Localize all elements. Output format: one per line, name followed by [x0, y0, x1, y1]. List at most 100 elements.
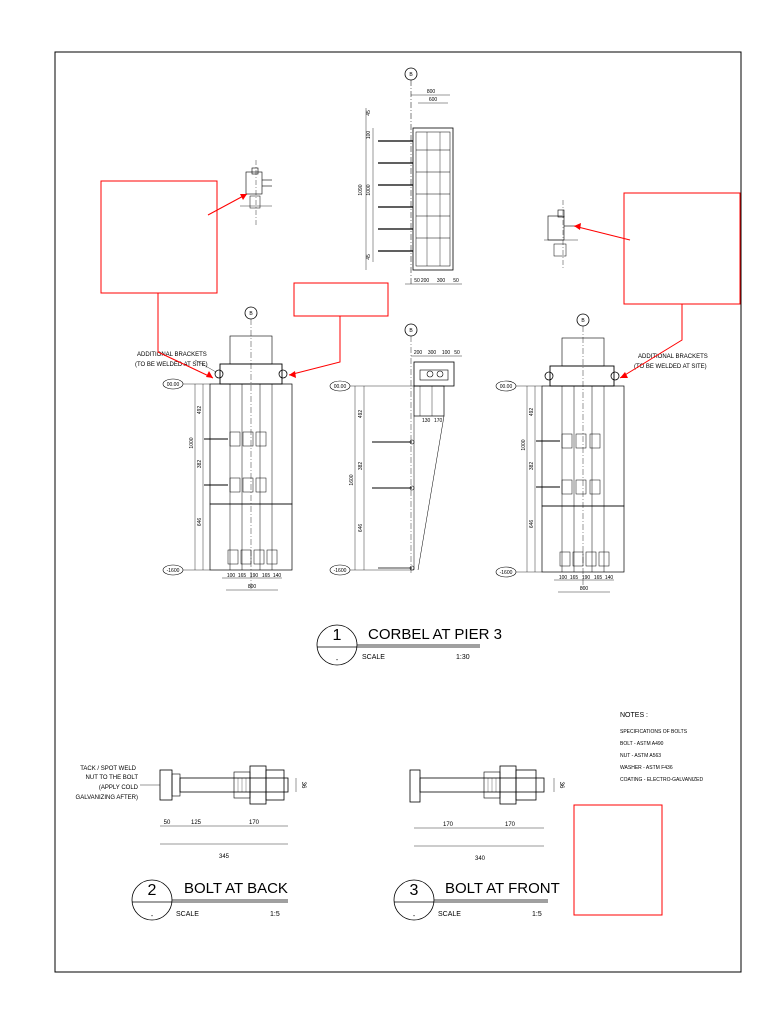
grid-marker-plan-label: B: [409, 72, 413, 78]
red-box-notes: [573, 804, 663, 916]
right-dim-1000: 1000: [521, 439, 527, 450]
detail-3-sub: -: [413, 913, 416, 920]
left-brackets-note-2: (TO BE WELDED AT SITE): [135, 362, 208, 368]
mid-dim-top-1: 200: [414, 350, 423, 356]
left-elevation: B 00.00 -1600 1000 492 38: [135, 306, 293, 591]
detail-2-title: BOLT AT BACK: [184, 880, 288, 897]
detail-1-sub: -: [336, 657, 339, 664]
bolt-back-dim-345: 345: [219, 854, 230, 860]
bracket-detail-right: [544, 200, 578, 268]
mid-dim-382: 382: [358, 462, 364, 471]
grid-marker-right: B: [581, 318, 585, 324]
plan-dim-bottom-2: 200: [421, 278, 430, 284]
left-dim-382: 382: [197, 460, 203, 469]
mid-dim-646: 646: [358, 524, 364, 533]
mid-dim-492: 492: [358, 410, 364, 419]
left-dim-1000: 1000: [189, 437, 195, 448]
detail-1-number: 1: [333, 627, 342, 644]
detail-2-sub: -: [151, 913, 154, 920]
left-level-top: 00.00: [167, 382, 180, 388]
left-dim-b4: 165: [262, 573, 271, 579]
left-dim-b2: 165: [238, 573, 247, 579]
left-dim-646: 646: [197, 518, 203, 527]
left-dim-b1: 100: [227, 573, 236, 579]
mid-dim-1600: 1600: [349, 474, 355, 485]
right-dim-646: 646: [529, 520, 535, 529]
bolt-back-note-1: TACK / SPOT WELD: [80, 766, 136, 772]
mid-dim-top-4: 50: [454, 350, 460, 356]
red-box-left: [100, 180, 218, 294]
right-dim-width: 800: [580, 586, 589, 592]
plan-view: B 800 600 1090 1000 45 100 45 50 2: [358, 67, 462, 285]
left-dim-b3: 190: [250, 573, 259, 579]
bolt-front-dim-340: 340: [475, 856, 486, 862]
bolt-back-dim-125: 125: [191, 820, 202, 826]
bolt-back-note-4: GALVANIZING AFTER): [76, 795, 138, 801]
left-brackets-note-1: ADDITIONAL BRACKETS: [137, 352, 207, 358]
mid-level-top: 00.00: [334, 384, 347, 390]
bolt-at-front: 36 170 170 340 3 - BOLT AT FRONT SCALE 1…: [393, 765, 564, 921]
bolt-front-dim-170-2: 170: [505, 822, 516, 828]
middle-section: B 200 300 100 50 130 170 00.00 -1600 160…: [329, 323, 462, 576]
mid-dim-top-3: 100: [442, 350, 451, 356]
plan-dim-bottom-4: 50: [453, 278, 459, 284]
sheet-border: [54, 51, 742, 973]
right-dim-492: 492: [529, 408, 535, 417]
notes-line-1: SPECIFICATIONS OF BOLTS: [620, 729, 688, 735]
bolt-back-note-3: (APPLY COLD: [99, 785, 139, 791]
title-block-1: 1 - CORBEL AT PIER 3 SCALE 1:30: [316, 624, 502, 666]
detail-1-title: CORBEL AT PIER 3: [368, 626, 502, 643]
notes-line-3: NUT - ASTM A563: [620, 753, 661, 759]
plan-dim-top-2: 600: [429, 97, 438, 103]
plan-dim-side-5: 45: [366, 254, 372, 260]
detail-3-scale-value: 1:5: [532, 911, 542, 918]
grid-marker-left: B: [249, 311, 253, 317]
right-level-top: 00.00: [500, 384, 513, 390]
mid-dim-top-2: 300: [428, 350, 437, 356]
bolt-front-dim-dia: 36: [558, 782, 564, 789]
mid-dim-small-2: 170: [434, 418, 443, 424]
left-dim-492: 492: [197, 406, 203, 415]
right-dim-b4: 165: [594, 575, 603, 581]
right-dim-382: 382: [529, 462, 535, 471]
right-brackets-note-1: ADDITIONAL BRACKETS: [638, 354, 708, 360]
detail-2-scale-value: 1:5: [270, 911, 280, 918]
right-dim-b5: 140: [605, 575, 614, 581]
detail-3-title: BOLT AT FRONT: [445, 880, 560, 897]
plan-dim-side-1: 1090: [358, 184, 364, 195]
bolt-back-note-2: NUT TO THE BOLT: [86, 775, 139, 781]
right-elevation: B 00.00 -1600 1000 492 382 646: [495, 313, 708, 593]
bracket-detail-left: [240, 160, 272, 225]
detail-2-scale-label: SCALE: [176, 911, 199, 918]
notes-line-4: WASHER - ASTM F436: [620, 765, 673, 771]
left-level-bottom: -1600: [167, 568, 180, 574]
detail-2-number: 2: [148, 882, 157, 899]
right-dim-b1: 100: [559, 575, 568, 581]
red-box-right: [623, 192, 741, 305]
grid-marker-mid: B: [409, 328, 413, 334]
plan-dim-bottom-1: 50: [414, 278, 420, 284]
notes-block: NOTES : SPECIFICATIONS OF BOLTS BOLT - A…: [620, 712, 703, 783]
plan-dim-side-4: 100: [366, 131, 372, 140]
bolt-back-dim-170: 170: [249, 820, 260, 826]
plan-dim-side-3: 45: [366, 110, 372, 116]
detail-3-scale-label: SCALE: [438, 911, 461, 918]
bolt-at-back: TACK / SPOT WELD NUT TO THE BOLT (APPLY …: [76, 765, 306, 921]
red-box-mid: [293, 282, 389, 317]
right-level-bottom: -1600: [500, 570, 513, 576]
bolt-back-dim-dia: 36: [300, 782, 306, 789]
red-markup: [100, 180, 741, 916]
plan-dim-bottom-3: 300: [437, 278, 446, 284]
bolt-front-dim-170-1: 170: [443, 822, 454, 828]
plan-dim-top-1: 800: [427, 89, 436, 95]
right-dim-b2: 165: [570, 575, 579, 581]
detail-3-number: 3: [410, 882, 419, 899]
right-brackets-note-2: (TO BE WELDED AT SITE): [634, 364, 707, 370]
bolt-back-dim-50: 50: [164, 820, 171, 826]
notes-line-2: BOLT - ASTM A490: [620, 741, 664, 747]
mid-level-bottom: -1600: [334, 568, 347, 574]
left-dim-b5: 140: [273, 573, 282, 579]
detail-1-scale-value: 1:30: [456, 654, 470, 661]
plan-dim-side-2: 1000: [366, 184, 372, 195]
notes-heading: NOTES :: [620, 712, 648, 719]
